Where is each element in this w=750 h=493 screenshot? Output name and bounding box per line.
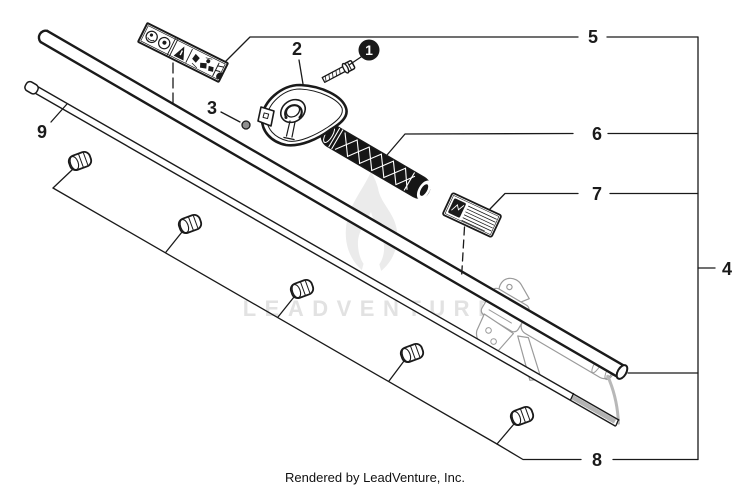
tube-bottom-edge [39, 40, 620, 379]
shaft-tip-band [569, 392, 575, 401]
ghost-plate-hole-2 [490, 338, 497, 345]
clip [177, 213, 203, 235]
watermark-flame-notch [360, 236, 383, 277]
decal5-divider [169, 39, 179, 57]
clip-leader [496, 423, 515, 445]
ghost-cam-lever [498, 277, 530, 304]
clip-leader [388, 360, 405, 382]
hanger-flange [257, 83, 348, 147]
leader-7 [489, 192, 699, 210]
decal7-hazard-icon [448, 198, 466, 218]
screw-head-slot [346, 61, 353, 71]
leader-8 [52, 187, 699, 461]
shaft-fill [32, 85, 619, 426]
drive-shaft [24, 80, 620, 427]
snap-ring [284, 104, 303, 119]
decal7-placement-dashed-line [460, 226, 466, 279]
callout-2[interactable]: 2 [292, 39, 302, 59]
tube-left-cap [37, 29, 49, 44]
ghost-lever-pivot [506, 283, 513, 291]
callout-4[interactable]: 4 [722, 259, 732, 279]
decal7-text-lines [461, 205, 497, 232]
flange-tab [257, 106, 275, 127]
flange-pin [291, 121, 296, 138]
leader-9 [50, 103, 68, 123]
decal5-icon-circle-1 [145, 30, 158, 44]
callout-3[interactable]: 3 [207, 98, 217, 118]
decal7-inner-border [444, 195, 500, 235]
decal5-icon-circle-1-glyph2 [147, 37, 155, 42]
callout-1-disc[interactable] [358, 39, 380, 61]
grip-collar-line [403, 172, 415, 191]
shaft-head-cap [24, 80, 39, 95]
decal5-divider [166, 38, 176, 56]
grip-collar-line [331, 129, 344, 150]
ghost-plate-hole-1 [485, 327, 492, 334]
leadventure-watermark: LEADVENTURE [243, 172, 502, 321]
decal5-triangle-mark [179, 50, 184, 56]
leader-2 [298, 59, 304, 85]
watermark-text: LEADVENTURE [243, 296, 502, 321]
snap-ring-end [284, 116, 288, 119]
clip [399, 342, 425, 364]
decal5-icon-circle-2-glyph [162, 40, 167, 45]
tube-end-bore [615, 364, 629, 380]
leader-3 [220, 111, 241, 123]
clip-leader [165, 231, 183, 253]
callout-7[interactable]: 7 [592, 184, 602, 204]
clip-leader [277, 296, 295, 318]
decal5-icon-circle-1-glyph [149, 33, 154, 37]
clip-leader [52, 169, 73, 189]
decal7-hazard-glyph [451, 204, 465, 211]
callouts: 1 2 3 4 5 6 7 8 9 [37, 27, 732, 470]
callout-5[interactable]: 5 [588, 27, 598, 47]
decal5-inner-border [140, 25, 226, 80]
clip [67, 150, 93, 172]
callout-8[interactable]: 8 [592, 450, 602, 470]
warning-decal-large [137, 22, 229, 83]
detent-ball [241, 120, 251, 130]
handle-grip [320, 124, 432, 200]
footer-credit: Rendered by LeadVenture, Inc. [285, 470, 465, 485]
leader-6 [386, 132, 699, 156]
clip [289, 278, 315, 300]
decal5-pictograms [191, 53, 214, 72]
callout-6[interactable]: 6 [592, 124, 602, 144]
shaft-top-edge [35, 84, 620, 421]
shaft-splined-tip [570, 395, 617, 424]
flange-pin [285, 120, 291, 137]
boom-tube [37, 29, 629, 380]
decal5-warning-triangle-icon [173, 46, 185, 61]
leader-5 [225, 36, 699, 62]
snap-ring-end [298, 116, 302, 119]
tube-top-edge [46, 29, 627, 368]
grip-collar-line [328, 127, 341, 148]
clip [509, 405, 535, 427]
tube-fill [40, 30, 626, 378]
liner-clips [67, 150, 535, 427]
leader-lines [50, 36, 716, 461]
decal5-icon-circle-2 [158, 36, 171, 50]
screw-threads [324, 68, 341, 83]
shaft-bottom-edge [31, 90, 616, 427]
callout-1[interactable]: 1 [365, 42, 373, 58]
callout-9[interactable]: 9 [37, 122, 47, 142]
warning-decal-small [442, 192, 502, 238]
leader-1 [348, 56, 362, 66]
flange-tab-hole [262, 112, 270, 120]
flange-pin-foot [283, 136, 295, 141]
decal5-bar [185, 48, 193, 63]
shaft-end-cap [615, 418, 620, 427]
grip-end-bore-inner [419, 184, 429, 196]
decal5-right-icons [212, 62, 224, 80]
